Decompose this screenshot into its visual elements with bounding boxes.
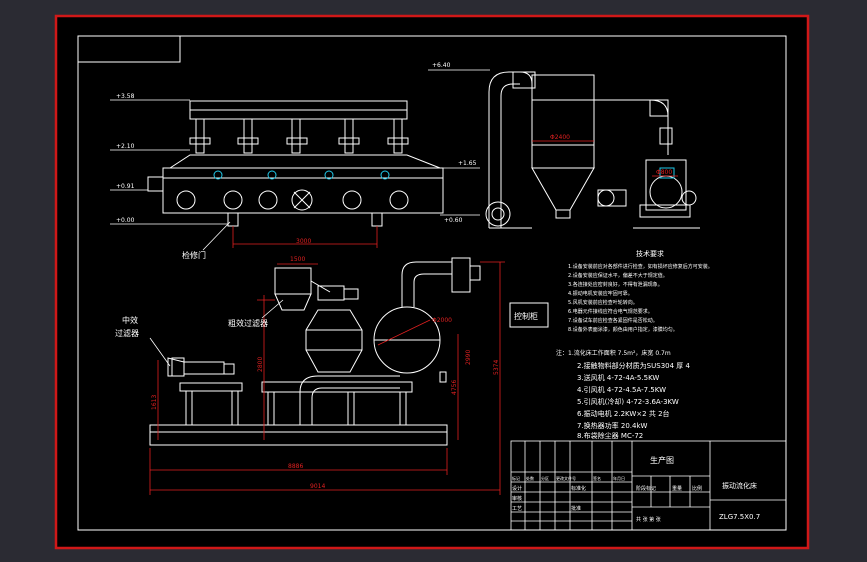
title-block-model: ZLG7.5X0.7 — [719, 513, 760, 521]
tech-requirement-item: 7.设备试车前应检查各紧固件是否松动。 — [568, 317, 658, 324]
title-block-standard: 标准化 — [571, 485, 586, 492]
tech-requirement-item: 3.各连接处应密封良好，不得有泄漏现象。 — [568, 281, 663, 288]
dimension-text: 5374 — [493, 360, 500, 375]
title-block-process: 工艺 — [512, 506, 522, 512]
note-item: 7.换热器功率 20.4kW — [577, 421, 648, 430]
dimension-text: Φ800 — [656, 169, 672, 176]
bed-length-dimension: 3000 — [232, 226, 378, 248]
title-block-sheets: 共 张 第 张 — [636, 516, 661, 523]
dimension-text: 9014 — [310, 483, 325, 490]
cyclone-dimension: Φ2400 Φ800 — [532, 134, 678, 177]
dimension-text: 2990 — [465, 350, 472, 365]
control-cabinet: 控制柜 — [509, 302, 549, 328]
title-block-row: 分区 — [541, 475, 549, 481]
side-view — [149, 257, 481, 446]
side-view-dimensions — [149, 261, 505, 495]
dust-collector-view — [485, 71, 700, 229]
fluid-bed-front-view — [147, 100, 444, 227]
note-item: 2.接触物料部分材质为SUS304 厚 4 — [577, 361, 690, 370]
title-block-review: 审核 — [512, 495, 522, 502]
dimension-text: 4756 — [451, 380, 458, 395]
elevation-label: +0.91 — [116, 183, 135, 190]
title-block-weight: 重量 — [672, 485, 682, 492]
inspection-door-callout: 检修门 — [182, 221, 231, 260]
tech-requirement-item: 5.风机安装前应检查叶轮转向。 — [568, 299, 638, 306]
title-block-design: 设计 — [512, 485, 522, 492]
title-block-row: 标记 — [512, 475, 520, 481]
label-secondary-filter-b: 过滤器 — [115, 328, 139, 338]
tech-requirement-item: 2.设备安装应保证水平，偏差不大于规定值。 — [568, 272, 668, 279]
corner-title-box — [78, 36, 181, 63]
title-block-approve: 批准 — [571, 505, 581, 512]
elevation-label: +1.65 — [458, 160, 477, 167]
drawing-sheet — [54, 14, 810, 550]
title-block-text: 生产图 振动流化床 ZLG7.5X0.7 阶段标记 重量 比例 共 张 第 张 … — [512, 455, 760, 523]
note-item: 4.引风机 4-72-4.5A-7.5KW — [577, 385, 666, 394]
inner-border — [77, 35, 787, 531]
tech-requirement-item: 1.设备安装前应对各部件进行检查，如有损坏应修复后方可安装。 — [568, 263, 713, 270]
elevation-label: +2.10 — [116, 143, 135, 150]
dimension-text: 3000 — [296, 238, 311, 245]
elevation-label: +6.40 — [432, 62, 451, 69]
tech-requirement-item: 6.电器元件接线应符合电气规范要求。 — [568, 308, 653, 315]
title-block-row: 年月日 — [613, 475, 625, 481]
label-inspection-door: 检修门 — [182, 250, 206, 260]
dimension-text: Φ2000 — [432, 317, 452, 324]
elevation-label: +3.58 — [116, 93, 135, 100]
tech-requirements: 技术要求 1.设备安装前应对各部件进行检查，如有损坏应修复后方可安装。 2.设备… — [568, 249, 713, 333]
notes: 注：1.流化床工作面积 7.5m²，床宽 0.7m 2.接触物料部分材质为SUS… — [556, 349, 690, 440]
side-view-dimension-text: 1500 Φ2000 2800 2990 4756 5374 1613 8886… — [151, 256, 500, 490]
dimension-text: 8886 — [288, 463, 303, 470]
title-block — [510, 440, 787, 531]
tech-requirements-title: 技术要求 — [636, 249, 664, 258]
elevation-label: +0.00 — [116, 217, 135, 224]
title-block-product-name: 振动流化床 — [722, 481, 757, 490]
title-block-row: 处数 — [526, 475, 534, 481]
elevation-label: +0.60 — [444, 217, 463, 224]
elevation-labels: +3.58 +2.10 +0.91 +0.00 +0.60 +1.65 +6.4… — [116, 62, 477, 224]
title-block-scale: 比例 — [692, 485, 702, 492]
dimension-text: 2800 — [257, 357, 264, 372]
notes-title: 注：1.流化床工作面积 7.5m²，床宽 0.7m — [556, 349, 671, 357]
note-item: 8.布袋除尘器 MC-72 — [577, 431, 643, 440]
elevation-marks — [110, 69, 490, 225]
filter-callouts: 中效 过滤器 粗效过滤器 — [115, 299, 284, 367]
dimension-text: 1613 — [151, 395, 158, 410]
label-coarse-filter: 粗效过滤器 — [228, 318, 268, 328]
label-secondary-filter-a: 中效 — [122, 315, 138, 325]
title-block-stage-mark: 阶段标记 — [636, 485, 656, 492]
tech-requirement-item: 8.设备外表面涂漆，颜色由用户指定，漆膜均匀。 — [568, 326, 678, 333]
tech-requirement-item: 4.振动电机安装应牢固可靠。 — [568, 290, 633, 297]
label-control-cabinet: 控制柜 — [514, 311, 538, 321]
note-item: 6.振动电机 2.2KW×2 共 2台 — [577, 409, 670, 418]
dimension-text: 1500 — [290, 256, 305, 263]
dimension-text: Φ2400 — [550, 134, 570, 141]
title-block-row: 更改文件号 — [556, 475, 576, 481]
title-block-row: 签名 — [593, 475, 601, 481]
title-block-stage: 生产图 — [650, 455, 674, 465]
note-item: 5.引风机(冷却) 4-72-3.6A-3KW — [577, 397, 679, 406]
note-item: 3.送风机 4-72-4A-5.5KW — [577, 373, 659, 382]
